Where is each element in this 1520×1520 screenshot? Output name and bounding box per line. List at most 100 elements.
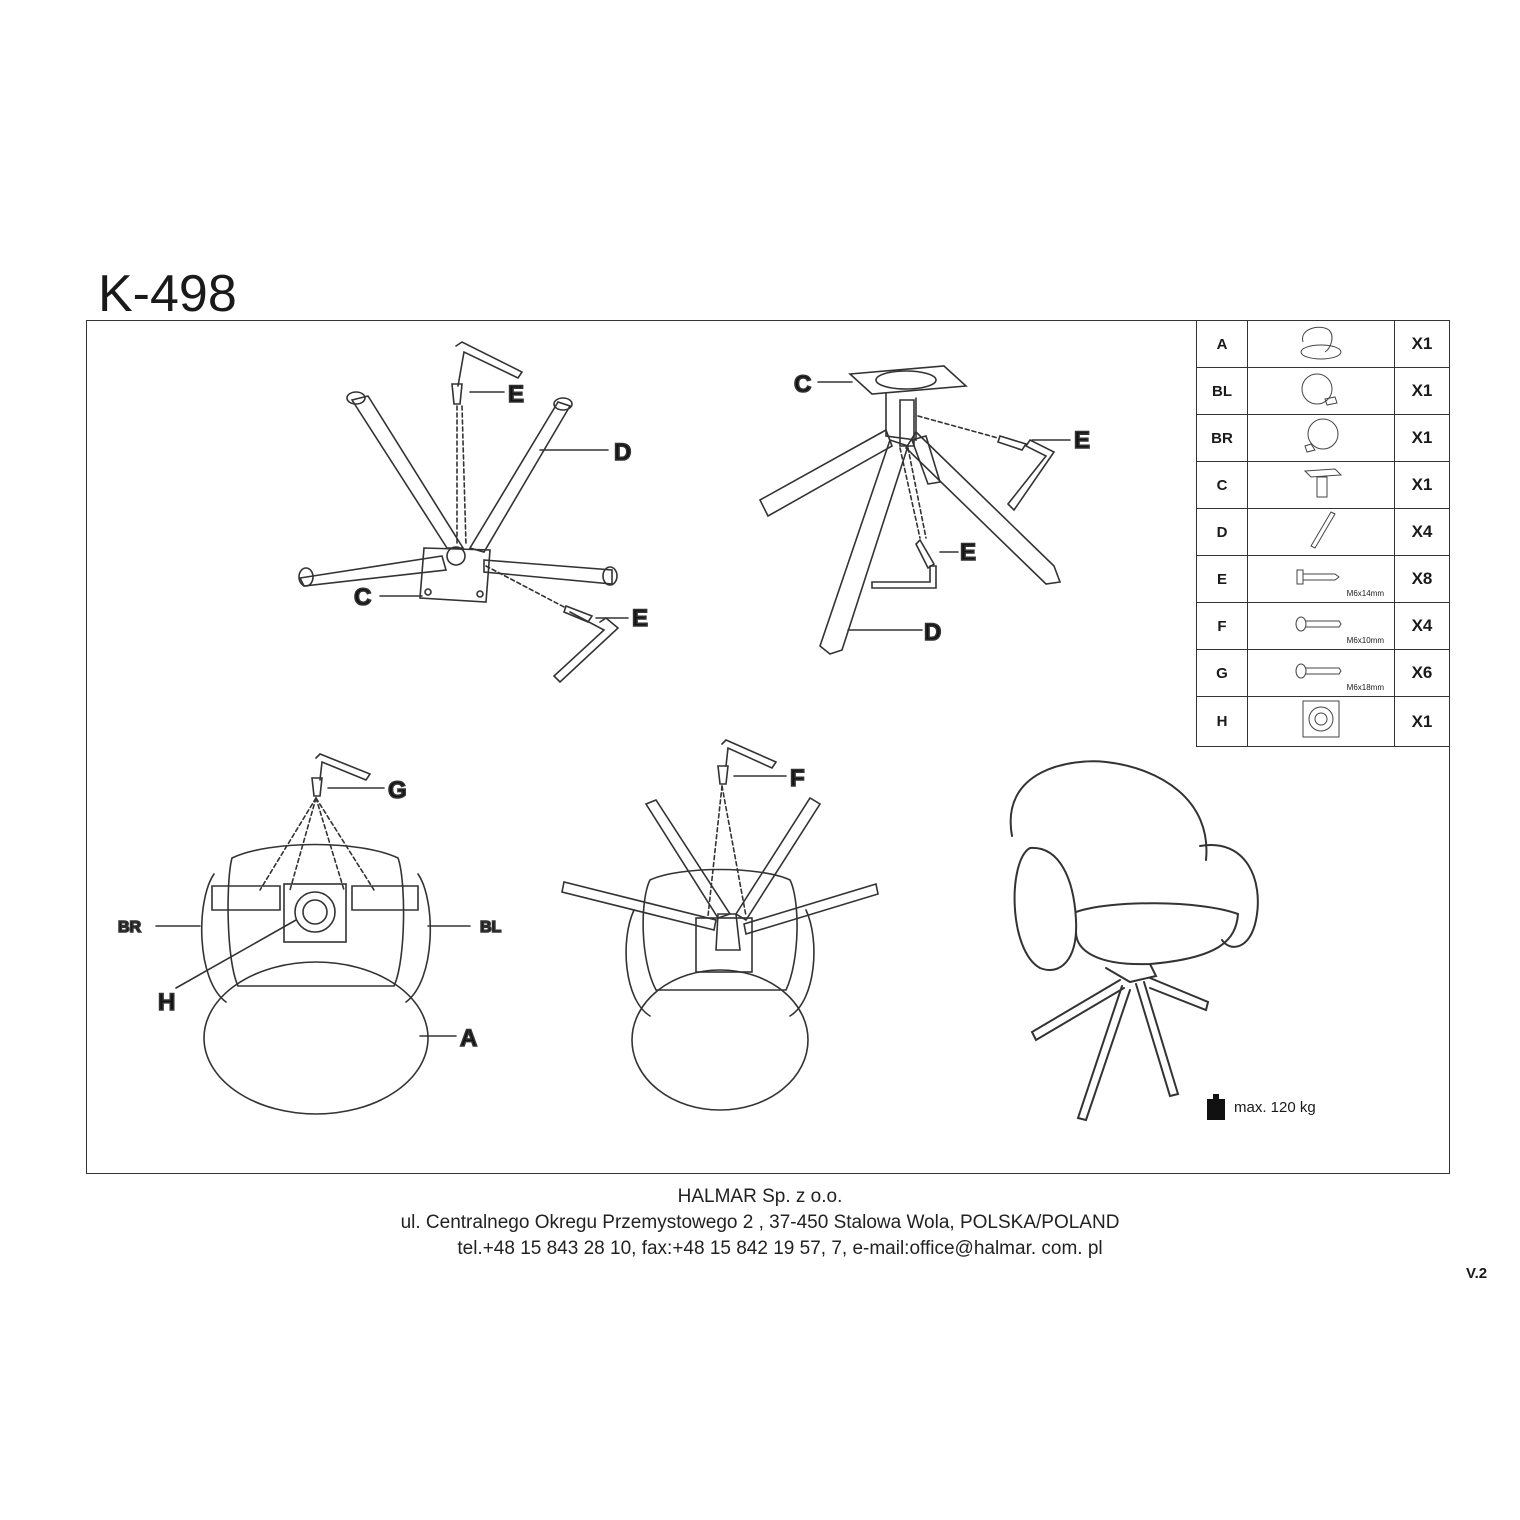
callout-h: H <box>158 989 175 1016</box>
part-picture: M6x14mm <box>1247 555 1395 603</box>
callout-f: F <box>790 765 805 792</box>
step4-guide <box>721 785 747 917</box>
step1-leg-3 <box>298 555 448 587</box>
part-code: BL <box>1196 367 1248 415</box>
step4-leg-2 <box>734 796 822 922</box>
screw-icon <box>1291 566 1351 588</box>
step3-seat <box>227 843 405 987</box>
chair-leg <box>1076 985 1131 1122</box>
chair-armrest-right <box>1199 844 1259 948</box>
part-code: BR <box>1196 414 1248 462</box>
part-picture <box>1247 696 1395 747</box>
step1-foot <box>602 566 618 586</box>
part-code: H <box>1196 696 1248 747</box>
step3-guide <box>259 797 317 891</box>
chair-armrest-left <box>1013 846 1078 971</box>
callout-bl: BL <box>480 919 502 936</box>
step1-plate-hole <box>424 588 432 596</box>
step1-foot <box>298 567 314 587</box>
footer-address: ul. Centralnego Okregu Przemystowego 2 ,… <box>400 1212 1120 1233</box>
callout-br: BR <box>118 919 142 936</box>
step4-guide <box>707 785 723 917</box>
part-picture <box>1247 320 1395 368</box>
footer-company: HALMAR Sp. z o.o. <box>677 1186 843 1207</box>
callout-d: D <box>614 439 631 466</box>
step1-plate-hole <box>476 590 484 598</box>
step2-screw-e <box>996 435 1028 451</box>
chair-leg <box>1030 979 1125 1042</box>
part-spec: M6x18mm <box>1346 683 1384 692</box>
part-picture: M6x18mm <box>1247 649 1395 697</box>
step4-leg-3 <box>561 881 717 931</box>
part-code: A <box>1196 320 1248 368</box>
part-code: D <box>1196 508 1248 556</box>
part-spec: M6x10mm <box>1346 636 1384 645</box>
step4-leg-1 <box>644 799 732 919</box>
step4-armrest <box>789 909 815 1017</box>
step4-swivel-plate <box>695 917 753 973</box>
step1-leg-2 <box>468 401 572 553</box>
page-title: K-498 <box>98 265 237 323</box>
part-quantity: X4 <box>1394 602 1450 650</box>
step1-allen-key-top <box>455 341 524 387</box>
callout-e: E <box>632 605 648 632</box>
step3-swivel-plate <box>283 883 347 943</box>
step4-armrest <box>625 909 651 1017</box>
left-armrest-icon <box>1291 369 1351 409</box>
step3-arm-bracket <box>351 885 419 911</box>
step2-leg-3 <box>819 438 910 655</box>
step3-guide <box>289 797 317 891</box>
step1-screw-e <box>563 604 594 623</box>
step1-plate <box>419 547 491 603</box>
weight-icon <box>1207 1094 1225 1120</box>
leader-line <box>175 919 297 989</box>
step4-diagram <box>561 739 879 1111</box>
step3-armrest-left <box>405 873 432 1003</box>
part-picture <box>1247 508 1395 556</box>
callout-d: D <box>924 619 941 646</box>
step3-guide <box>315 797 375 891</box>
step2-screw-e <box>915 538 936 570</box>
part-quantity: X6 <box>1394 649 1450 697</box>
seat-shell-icon <box>1291 322 1351 362</box>
swivel-plate-icon <box>1299 697 1343 741</box>
step2-plate <box>848 365 968 395</box>
callout-c: C <box>354 584 371 611</box>
step2-guide <box>907 447 927 539</box>
base-plate-icon <box>1291 463 1351 503</box>
bolt-icon <box>1291 660 1351 682</box>
step2-leg-1 <box>758 428 893 518</box>
callout-a: A <box>460 1025 477 1052</box>
step1-foot <box>553 397 573 411</box>
step4-allen-key <box>721 739 778 770</box>
leg-icon <box>1291 510 1351 550</box>
max-load-text: max. 120 kg <box>1234 1098 1316 1116</box>
version-label: V.2 <box>1466 1265 1488 1282</box>
step3-allen-key <box>315 753 372 781</box>
callout-e: E <box>508 381 524 408</box>
step2-allen-key-right <box>1006 438 1056 512</box>
callout-e: E <box>1074 427 1090 454</box>
step2-guide <box>899 447 921 539</box>
step1-hub <box>446 546 466 566</box>
step1-diagram <box>298 341 629 684</box>
chair-seat <box>1075 902 1240 966</box>
part-picture <box>1247 461 1395 509</box>
step3-armrest-right <box>200 873 227 1003</box>
step2-plate-ring <box>875 370 937 390</box>
part-spec: M6x14mm <box>1346 589 1384 598</box>
step4-seat-back <box>631 969 809 1111</box>
parts-row: F M6x10mm X4 <box>1196 602 1450 650</box>
step2-allen-key-mid <box>871 565 937 589</box>
step2-diagram <box>758 365 1071 655</box>
step1-leg-1 <box>350 395 465 549</box>
part-code: F <box>1196 602 1248 650</box>
